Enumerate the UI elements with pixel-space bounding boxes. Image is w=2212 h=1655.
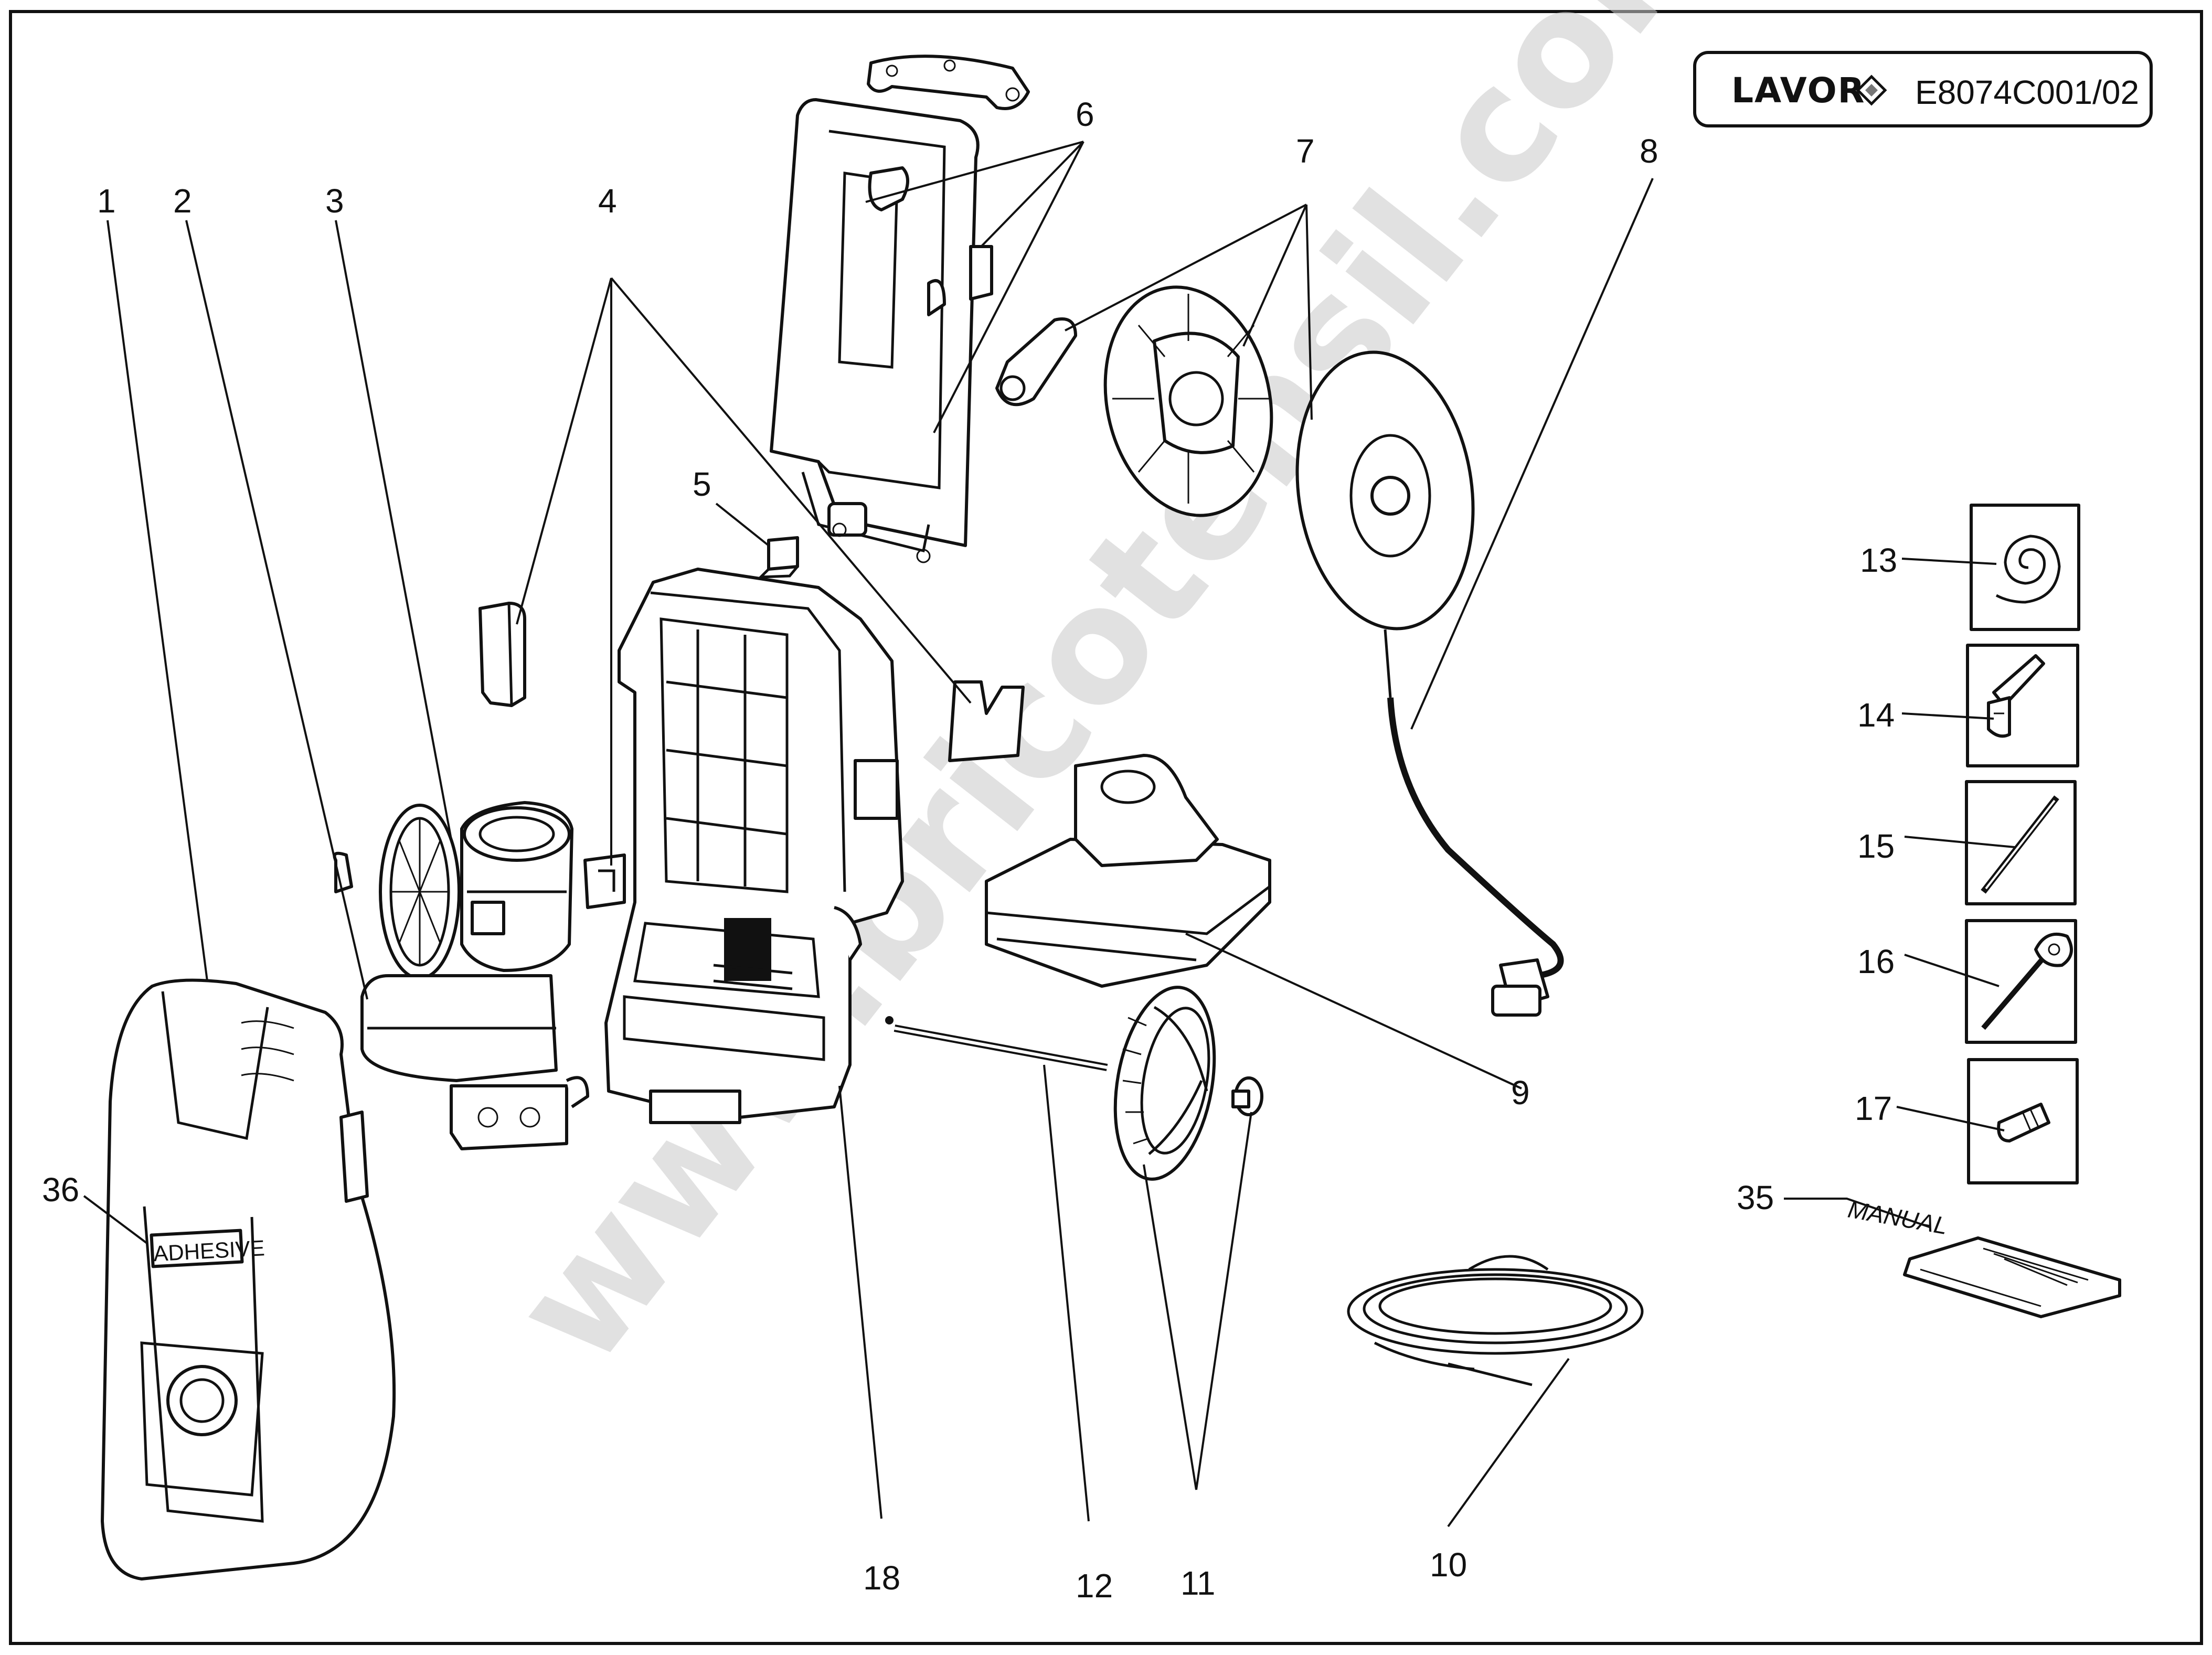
- brand-logo: LAVOR: [1731, 70, 1866, 111]
- callout-4: 4: [598, 182, 617, 220]
- callout-7: 7: [1296, 132, 1315, 170]
- part-17-turbo-nozzle: [1967, 1058, 2079, 1184]
- part-9-base: [985, 754, 1271, 988]
- part-18-main-housing: [604, 568, 904, 1124]
- drawing-code: E8074C001/02: [1915, 73, 2139, 111]
- callout-16: 16: [1857, 943, 1895, 980]
- page-border: [9, 10, 2203, 1645]
- leader-lines: [83, 141, 2015, 1528]
- part-5-switch: [757, 536, 799, 579]
- part-11-wheel: [1113, 986, 1263, 1181]
- callout-10: 10: [1430, 1546, 1467, 1584]
- part-13-nozzle-cleaner: [1970, 504, 2080, 631]
- brand-diamond-icon: [1856, 74, 1887, 106]
- callout-8: 8: [1640, 132, 1658, 170]
- callout-11: 11: [1181, 1564, 1215, 1602]
- callout-35: 35: [1737, 1179, 1774, 1216]
- callout-17: 17: [1855, 1090, 1892, 1127]
- part-7-hose-reel: [995, 285, 1273, 517]
- part-8-hose: [1295, 350, 1564, 1017]
- callout-15: 15: [1857, 827, 1895, 865]
- callout-36: 36: [42, 1171, 79, 1209]
- part-4-holders: [478, 602, 1025, 909]
- callout-3: 3: [325, 182, 344, 220]
- callout-1: 1: [97, 182, 116, 220]
- callout-18: 18: [863, 1559, 900, 1597]
- manual-label: MANUAL: [1846, 1195, 1950, 1240]
- callout-5: 5: [693, 465, 711, 503]
- callout-12: 12: [1076, 1567, 1113, 1605]
- part-12-axle: [894, 1024, 1108, 1071]
- part-14-spray-gun: [1966, 644, 2079, 767]
- callout-13: 13: [1860, 541, 1897, 579]
- part-6-handle-frame: [770, 55, 1030, 563]
- callout-6: 6: [1076, 95, 1094, 133]
- part-36-front-cover: ADHESIVE: [101, 978, 396, 1581]
- callout-labels: 1 2 3 4 5 6 7 8 9 10 11 12 13 14 15 16 1…: [42, 95, 1897, 1605]
- adhesive-label: ADHESIVE: [153, 1235, 265, 1266]
- callout-14: 14: [1857, 696, 1895, 734]
- part-15-lance: [1965, 780, 2077, 905]
- callout-2: 2: [173, 182, 192, 220]
- part-3-motor-pump: [333, 801, 589, 1150]
- title-block: LAVOR E8074C001/02: [1693, 51, 2153, 127]
- callout-9: 9: [1511, 1074, 1530, 1112]
- part-10-cable: [1347, 1255, 1644, 1386]
